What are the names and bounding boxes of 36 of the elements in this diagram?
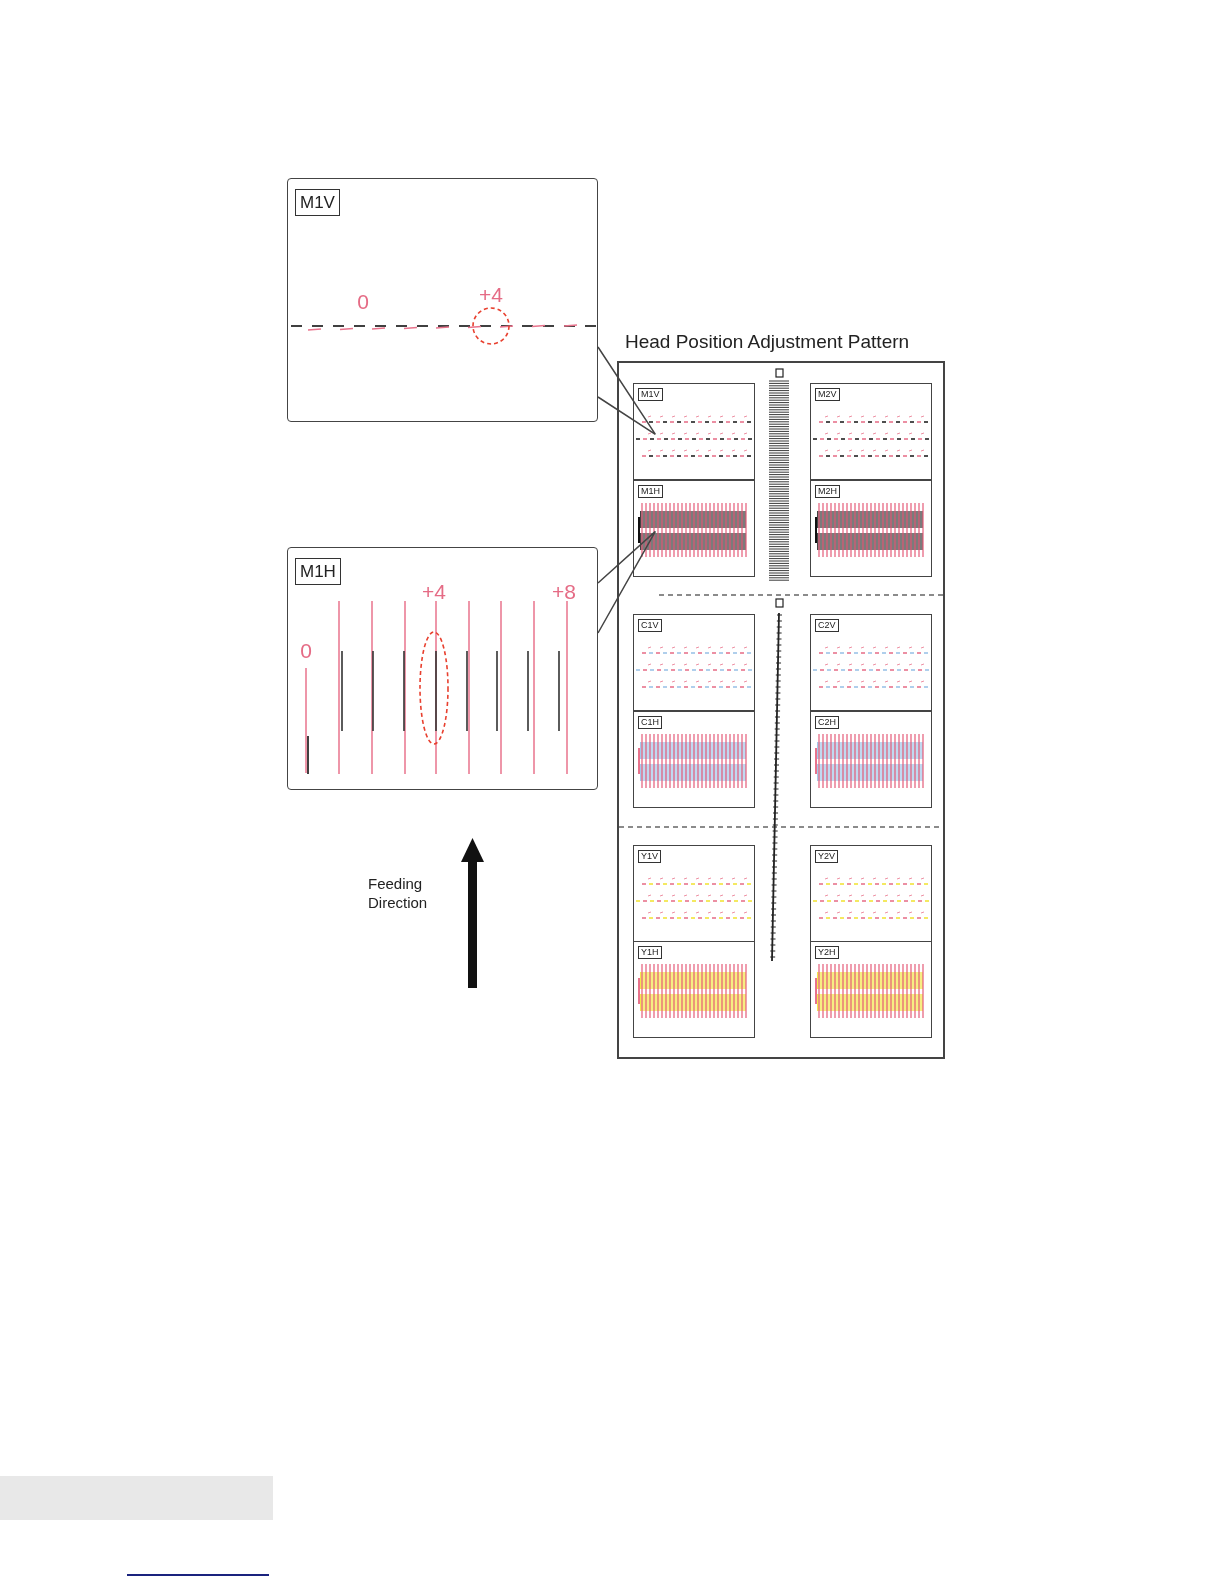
pattern-label: M1V <box>295 189 340 216</box>
pattern-block <box>810 941 932 1038</box>
pattern-block <box>810 614 932 711</box>
magnified-view-panel <box>287 178 598 422</box>
pattern-block <box>810 480 932 577</box>
pattern-label: M2V <box>815 388 840 401</box>
scale-value: 0 <box>357 291 369 312</box>
pattern-title: Head Position Adjustment Pattern <box>625 332 910 351</box>
pattern-block <box>810 383 932 480</box>
pattern-label: Y1V <box>638 850 661 863</box>
magnified-view-panel <box>287 547 598 790</box>
callout-pointer <box>597 530 657 634</box>
pattern-label: C2H <box>815 716 839 729</box>
pattern-label: M1H <box>638 485 663 498</box>
scale-value: +8 <box>552 581 576 602</box>
pattern-block <box>633 614 755 711</box>
pattern-label: M1V <box>638 388 663 401</box>
pattern-label: C2V <box>815 619 839 632</box>
pattern-block <box>810 845 932 942</box>
scale-value: +4 <box>422 581 446 602</box>
pattern-label: Y2V <box>815 850 838 863</box>
pattern-block <box>633 480 755 577</box>
pattern-label: C1H <box>638 716 662 729</box>
pattern-block <box>633 845 755 942</box>
pattern-label: Y1H <box>638 946 662 959</box>
pattern-label: M1H <box>295 558 341 585</box>
pattern-block <box>633 711 755 808</box>
scale-value: +4 <box>479 284 503 305</box>
pattern-block <box>633 383 755 480</box>
pattern-label: Y2H <box>815 946 839 959</box>
pattern-block <box>810 711 932 808</box>
pattern-block <box>633 941 755 1038</box>
scale-value: 0 <box>300 640 312 661</box>
caption-text: Feeding Direction <box>368 874 429 912</box>
pattern-label: M2H <box>815 485 840 498</box>
pattern-label: C1V <box>638 619 662 632</box>
